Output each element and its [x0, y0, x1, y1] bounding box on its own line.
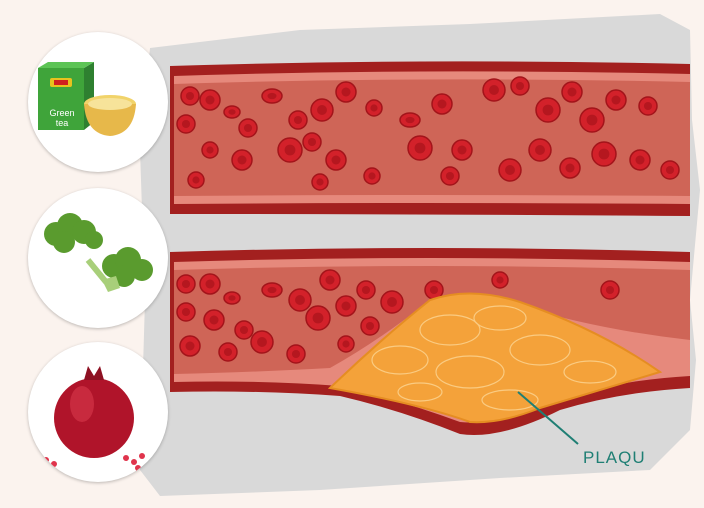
blood-cell-center [268, 287, 277, 293]
blood-cell-center [228, 109, 235, 114]
blood-cell-center [387, 297, 397, 307]
blood-cell-center [332, 156, 341, 165]
blood-cell-center [535, 145, 545, 155]
blood-cell-center [192, 176, 199, 183]
blood-cell-center [294, 116, 302, 124]
blood-cell-center [342, 302, 351, 311]
blood-cell-center [316, 178, 323, 185]
blood-cell-center [238, 156, 247, 165]
blood-cell-center [599, 149, 610, 160]
blood-cell-center [406, 117, 415, 123]
blood-cell-center [496, 276, 503, 283]
blood-cell-center [342, 88, 351, 97]
blood-cell-center [326, 276, 335, 285]
pomegranate-icon [28, 342, 168, 482]
blood-cell-center [666, 166, 674, 174]
blood-cell-center [186, 342, 195, 351]
blood-cell-center [295, 295, 305, 305]
blood-cell-center [257, 337, 267, 347]
blood-cell-center [516, 82, 524, 90]
blood-cell-center [182, 280, 190, 288]
blood-cell-center [362, 286, 370, 294]
blood-cell-center [446, 172, 454, 180]
blood-cell-center [644, 102, 652, 110]
blood-cell-center [268, 93, 277, 99]
broccoli-circle [28, 188, 168, 328]
blood-cell-center [430, 286, 438, 294]
blood-cell-center [224, 348, 232, 356]
blood-cell-center [182, 308, 190, 316]
blood-cell-center [342, 340, 349, 347]
blood-cell-center [543, 105, 554, 116]
blood-cell-center [317, 105, 327, 115]
blood-cell-center [313, 313, 324, 324]
blood-cell-center [206, 280, 215, 289]
blood-cell-center [366, 322, 374, 330]
blood-cell-center [244, 124, 252, 132]
blood-cell-center [240, 326, 248, 334]
blood-cell-center [458, 146, 467, 155]
healthy-artery [170, 61, 690, 216]
blood-cell-center [505, 165, 515, 175]
blood-cell-center [182, 120, 190, 128]
blood-cell-center [636, 156, 645, 165]
broccoli-icon [28, 188, 168, 328]
plaque-label: PLAQU [583, 448, 646, 468]
blood-cell-center [438, 100, 447, 109]
blood-cell-center [587, 115, 598, 126]
blood-cell-center [368, 172, 375, 179]
blood-cell-center [285, 145, 296, 156]
pomegranate-circle [28, 342, 168, 482]
green-tea-box-label: Green tea [46, 108, 78, 128]
blood-cell-center [210, 316, 219, 325]
blood-cell-center [612, 96, 621, 105]
green-tea-circle: Green tea [28, 32, 168, 172]
blood-cell-center [206, 96, 215, 105]
blood-cell-center [308, 138, 316, 146]
blood-cell-center [186, 92, 194, 100]
blood-cell-center [206, 146, 213, 153]
blood-cell-center [228, 295, 235, 300]
blood-cell-center [415, 143, 426, 154]
blood-cell-center [292, 350, 300, 358]
blood-cell-center [489, 85, 499, 95]
blood-cell-center [568, 88, 577, 97]
blood-cell-center [370, 104, 377, 111]
blood-cell-center [606, 286, 614, 294]
blood-cell-center [566, 164, 575, 173]
green-tea-icon [28, 32, 168, 172]
